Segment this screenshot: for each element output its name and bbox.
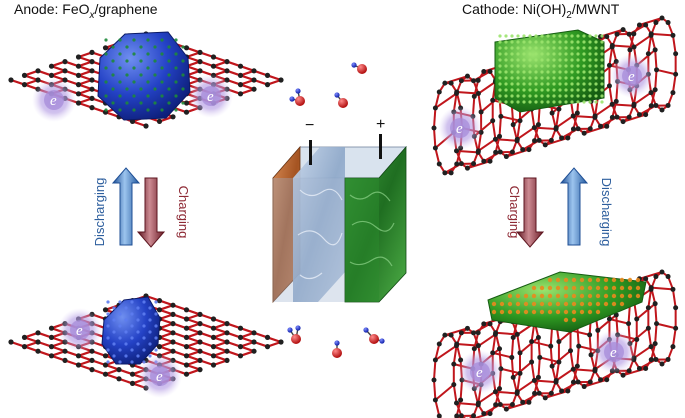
discharge-arrow-up	[111, 167, 141, 246]
charging-label-left: Charging	[176, 186, 191, 239]
left-arrows: Discharging Charging	[92, 167, 191, 248]
positive-sign: +	[376, 116, 385, 133]
svg-text:e: e	[456, 121, 463, 137]
charge-arrow-down	[136, 177, 166, 248]
anode-title: Anode: FeOx/graphene	[14, 1, 158, 21]
discharge-arrow-up-right	[559, 167, 589, 246]
svg-text:e: e	[476, 365, 483, 381]
svg-text:e: e	[628, 69, 635, 85]
negative-sign: −	[305, 117, 314, 134]
feox-particle	[97, 31, 191, 121]
charging-label-right: Charging	[507, 186, 522, 239]
right-arrows: Charging Discharging	[507, 167, 614, 248]
nioh-slab-discharged	[487, 271, 647, 333]
discharging-label-left: Discharging	[92, 178, 107, 247]
negative-terminal	[309, 140, 312, 165]
svg-text:e: e	[76, 323, 83, 339]
svg-text:e: e	[156, 369, 163, 385]
battery-cell: − +	[272, 116, 407, 304]
svg-text:e: e	[50, 93, 57, 109]
cathode-title: Cathode: Ni(OH)2/MWNT	[462, 1, 620, 21]
positive-terminal	[379, 134, 382, 159]
electrolyte	[293, 147, 345, 302]
charge-arrow-down-right	[515, 177, 545, 248]
svg-text:e: e	[610, 345, 617, 361]
nioh-slab-charged	[494, 29, 605, 113]
electrolyte-molecules	[287, 62, 385, 358]
electrons: e e e e e e e e	[32, 54, 654, 398]
discharging-label-right: Discharging	[599, 178, 614, 247]
svg-text:e: e	[207, 89, 214, 105]
fe-particle	[101, 296, 161, 365]
